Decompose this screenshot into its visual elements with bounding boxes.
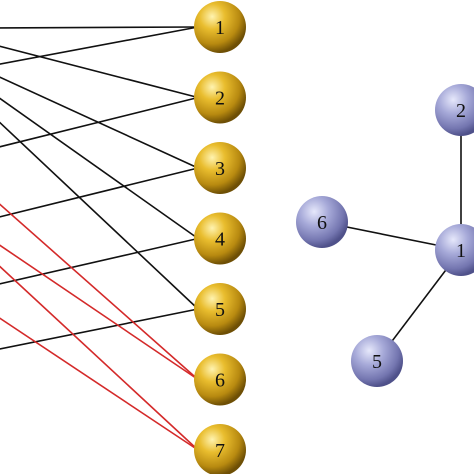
edge-to-node-6 — [0, 244, 199, 381]
graph-nodes: 2 6 1 5 — [296, 84, 474, 387]
blue-node-circle — [435, 224, 474, 276]
gold-node-3: 3 — [194, 142, 246, 194]
blue-node-2: 2 — [435, 84, 474, 136]
edge-to-node-7 — [0, 317, 199, 451]
edge-to-node-3 — [0, 167, 199, 218]
edge-to-node-5 — [0, 308, 199, 350]
gold-node-7: 7 — [194, 424, 246, 474]
gold-node-label: 2 — [215, 88, 225, 110]
gold-node-label: 3 — [215, 158, 225, 180]
gold-node-circle — [194, 1, 246, 53]
gold-node-circle — [194, 71, 246, 124]
edge-to-node-4 — [0, 237, 199, 285]
edge-to-node-6 — [0, 203, 199, 381]
gold-node-6: 6 — [194, 353, 246, 406]
edge-to-node-4 — [0, 97, 199, 240]
blue-node-label: 2 — [456, 100, 466, 122]
blue-node-label: 5 — [372, 351, 382, 373]
gold-node-2: 2 — [194, 71, 246, 124]
edge-to-node-1 — [0, 26, 199, 65]
gold-node-label: 6 — [215, 370, 225, 392]
bipartite-edges — [0, 26, 199, 451]
blue-node-circle — [351, 335, 403, 387]
edge-to-node-1 — [0, 26, 199, 29]
blue-node-circle — [435, 84, 474, 136]
edge-to-node-5 — [0, 121, 199, 310]
blue-node-label: 1 — [456, 240, 466, 262]
gold-node-label: 4 — [215, 229, 225, 251]
bipartite-nodes: 1 2 3 4 5 6 7 — [194, 1, 246, 474]
blue-node-6: 6 — [296, 196, 348, 248]
gold-node-circle — [194, 142, 246, 194]
blue-node-label: 6 — [317, 212, 327, 234]
blue-node-circle — [296, 196, 348, 248]
blue-node-1: 1 — [435, 224, 474, 276]
edge-to-node-7 — [0, 265, 199, 451]
gold-node-circle — [194, 212, 246, 265]
gold-node-circle — [194, 353, 246, 406]
edge-to-node-2 — [0, 45, 199, 99]
gold-node-label: 1 — [215, 17, 225, 39]
gold-node-label: 5 — [215, 299, 225, 321]
blue-node-5: 5 — [351, 335, 403, 387]
gold-node-label: 7 — [215, 440, 225, 462]
gold-node-4: 4 — [194, 212, 246, 265]
edge-to-node-3 — [0, 76, 199, 169]
gold-node-circle — [194, 283, 246, 335]
gold-node-5: 5 — [194, 283, 246, 335]
gold-node-1: 1 — [194, 1, 246, 53]
edge-to-node-2 — [0, 96, 199, 148]
gold-node-circle — [194, 424, 246, 474]
